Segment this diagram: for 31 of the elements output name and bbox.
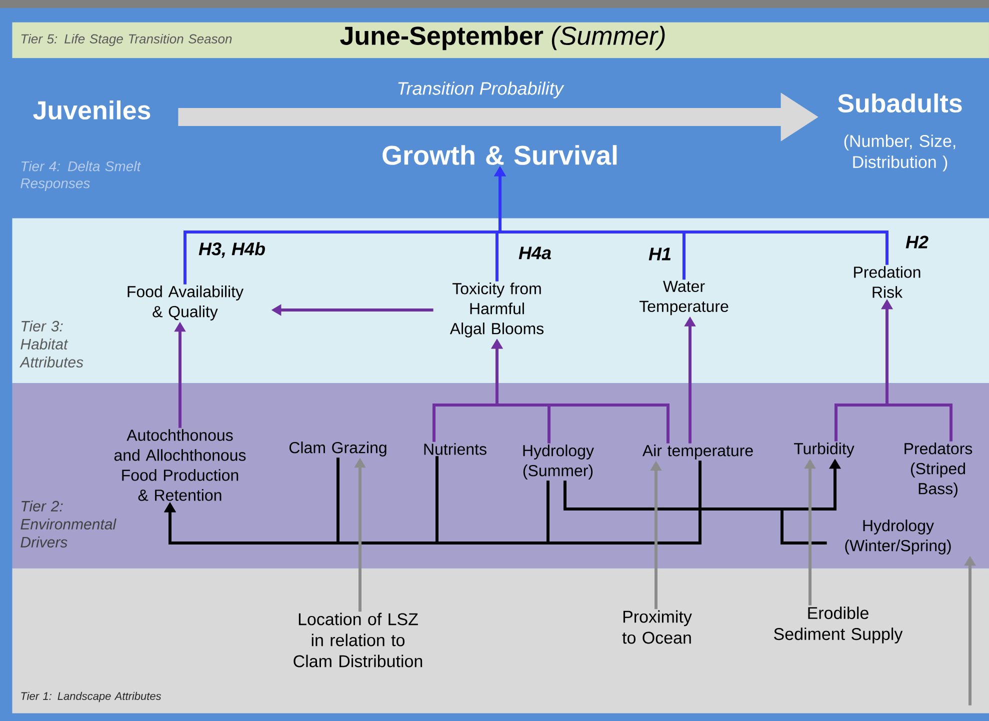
life-stage-label: Subadults [838,93,962,113]
detail-label: (Number, Size, Distribution ) [844,134,956,172]
hypothesis-label: H3, H4b [198,242,265,258]
tier-label: Tier 5: Life Stage Transition Season [21,34,232,46]
hypothesis-label: H4a [518,246,551,260]
response-label: Growth & Survival [382,145,617,165]
driver-label: Hydrology (Summer) [523,444,594,480]
driver-label: Nutrients [424,443,486,455]
driver-label: Hydrology (Winter/Spring) [845,520,951,554]
habitat-label: Predation Risk [854,266,920,298]
tier-label: Tier 4: Delta Smelt Responses [20,160,142,192]
habitat-label: Water Temperature [639,280,728,316]
life-stage-label: Juveniles [33,100,150,120]
driver-label: Clam Grazing [289,442,386,456]
driver-label: Air temperature [642,444,753,460]
tier-label: Tier 1: Landscape Attributes [21,692,162,702]
driver-label: Predators (Striped Bass) [904,442,972,498]
landscape-label: Erodible Sediment Supply [774,606,903,644]
tier-label: Tier 2: Environmental Drivers [20,500,116,548]
season-heading: June-September (Summer) [340,26,665,50]
driver-label: Turbidity [794,442,854,458]
arrow [164,460,702,544]
hypothesis-label: H2 [906,236,928,248]
landscape-label: Location of LSZ in relation to Clam Distribution [294,612,422,668]
tier-label: Tier 3: Habitat Attributes [19,320,84,368]
driver-label: Autochthonous and Allochthonous Food Production & Retention [114,429,246,501]
hypothesis-label: H1 [648,248,671,260]
landscape-label: Proximity to Ocean [622,610,692,644]
edge-label: Transition Probability [396,80,564,100]
habitat-label: Food Availability & Quality [128,286,244,320]
habitat-label: Toxicity from Harmful Algal Blooms [450,282,544,338]
